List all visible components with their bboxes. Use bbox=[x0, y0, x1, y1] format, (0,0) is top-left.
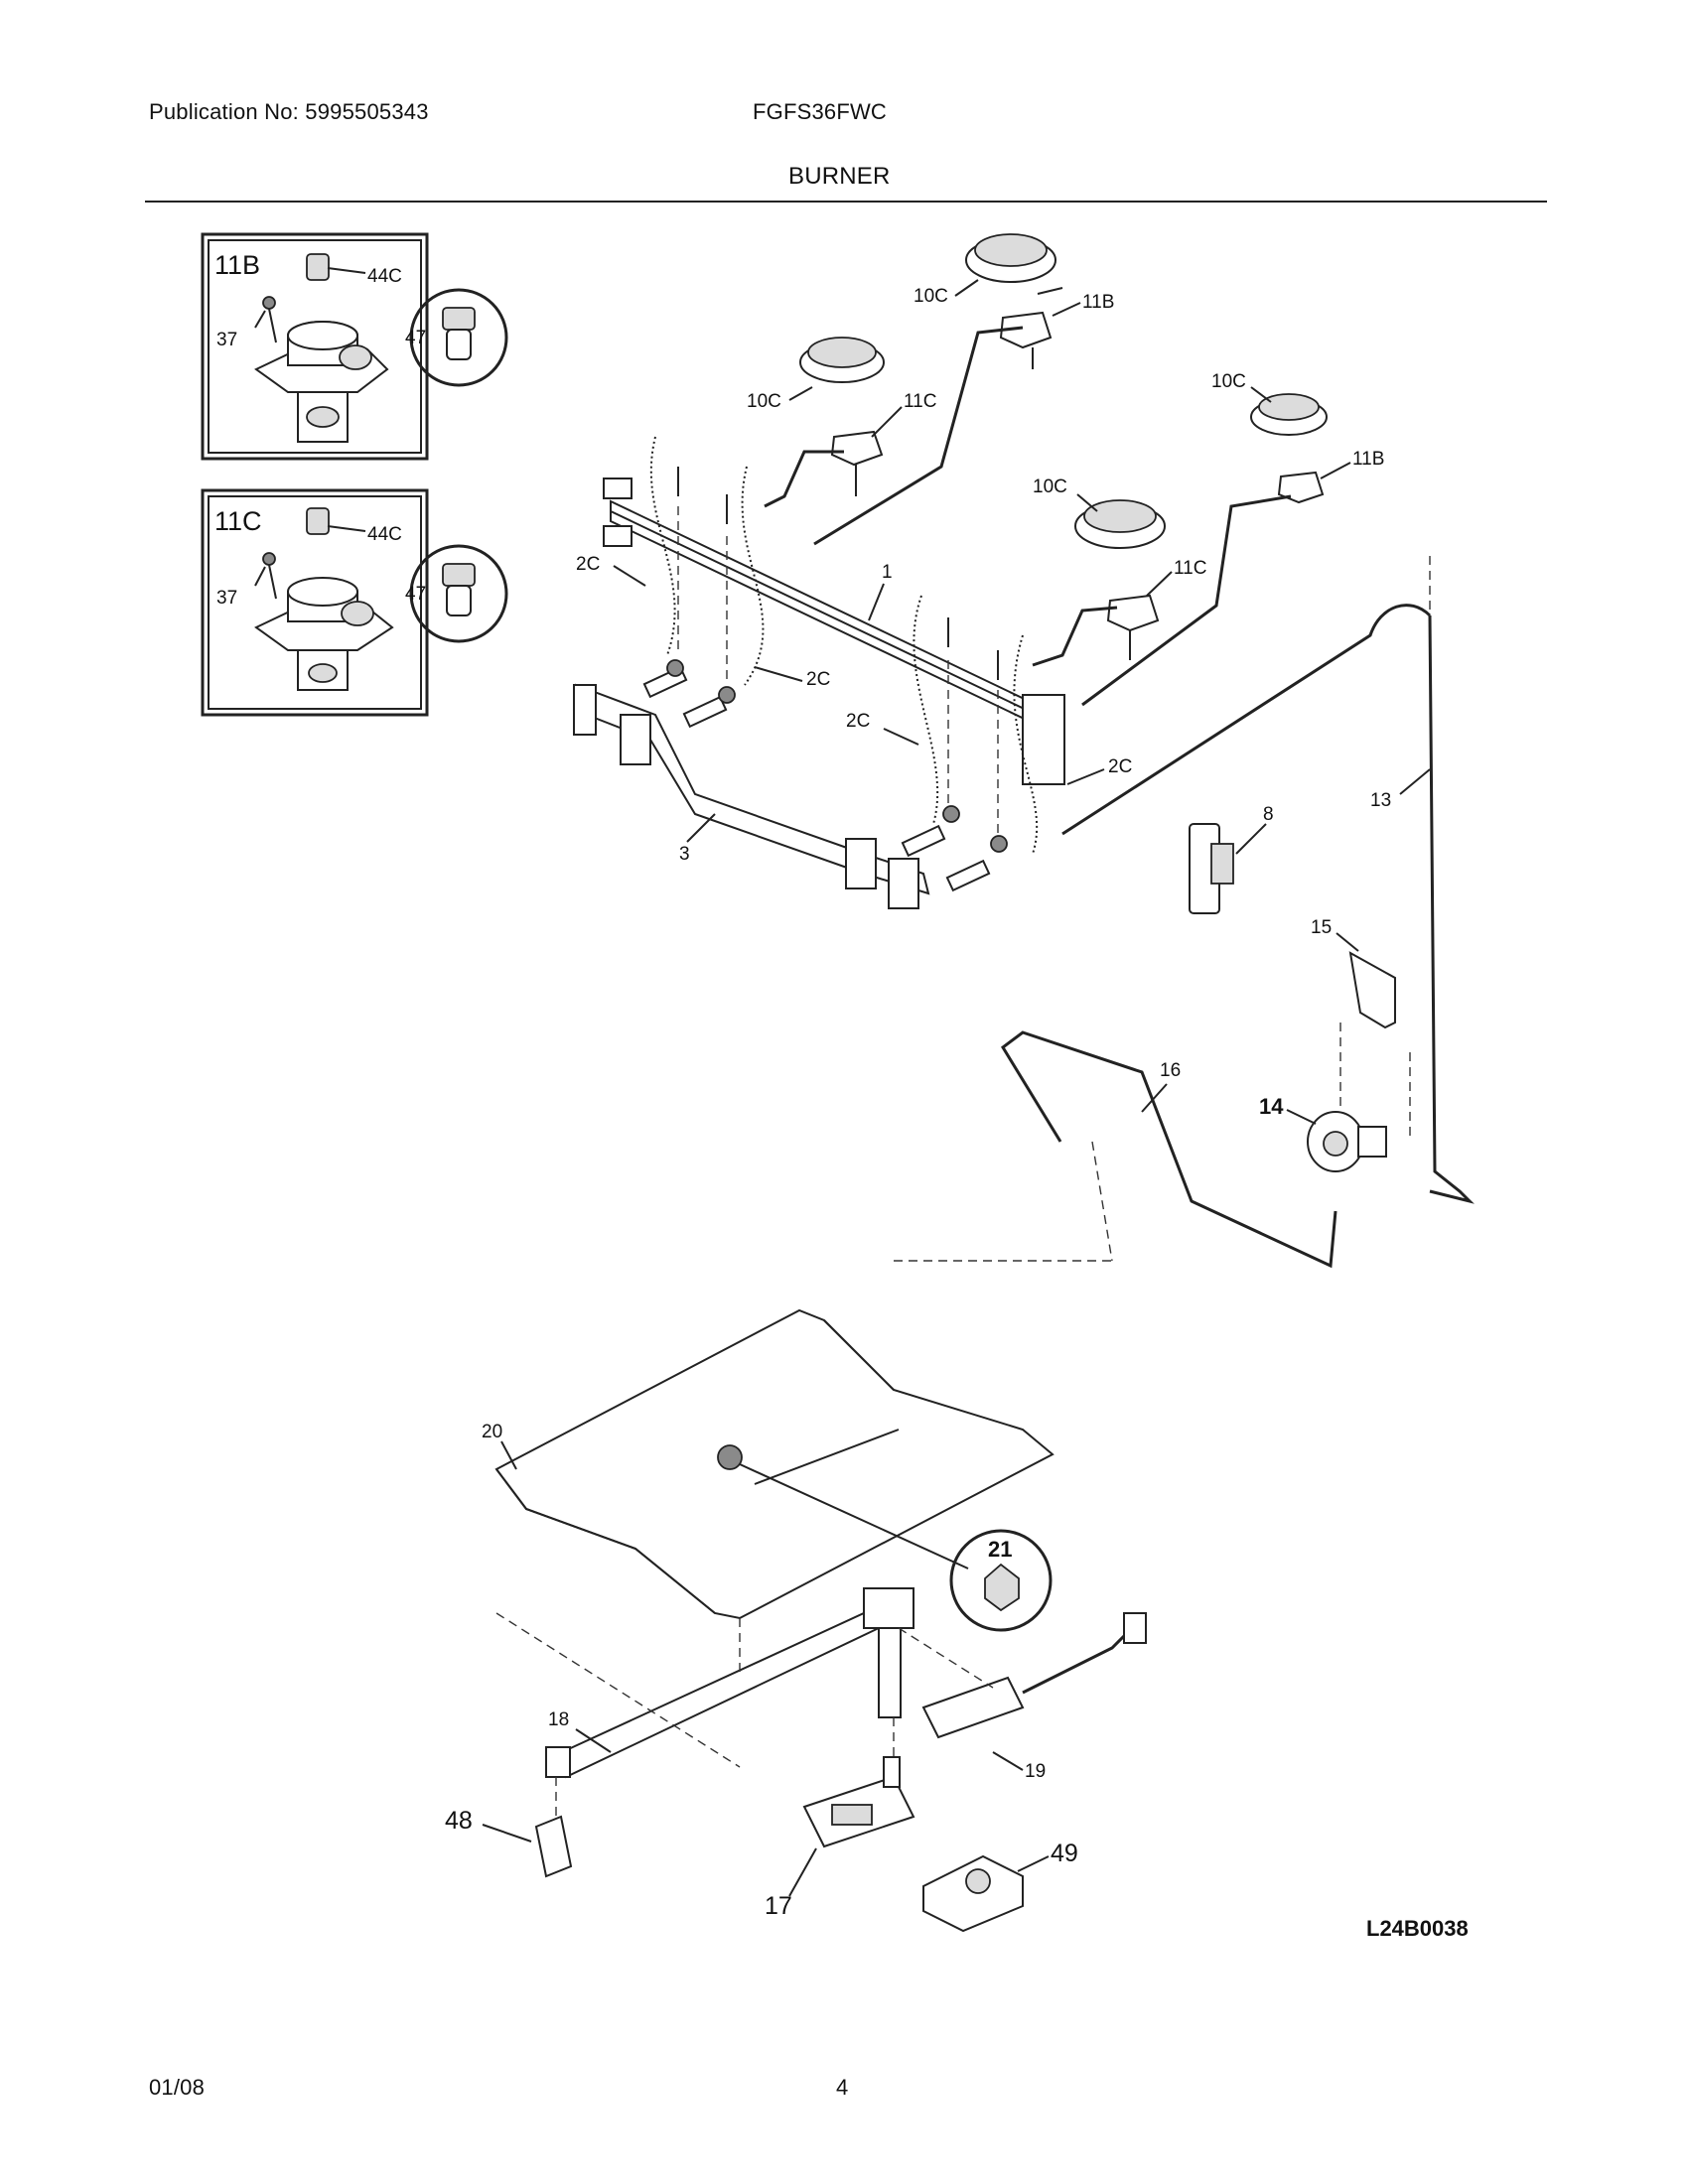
page-number: 4 bbox=[836, 2075, 849, 2100]
burner-head-front-right bbox=[1250, 393, 1328, 504]
valve bbox=[642, 659, 688, 699]
label-37: 37 bbox=[216, 588, 237, 609]
model-number: FGFS36FWC bbox=[753, 99, 888, 124]
callout-11c: 11C bbox=[1174, 558, 1206, 579]
callout-20: 20 bbox=[482, 1422, 502, 1442]
callout-15: 15 bbox=[1311, 917, 1332, 938]
label-47: 47 bbox=[405, 328, 426, 348]
callout-16: 16 bbox=[1160, 1060, 1181, 1081]
top-burner-assembly bbox=[572, 233, 1475, 1269]
callout-2c: 2C bbox=[1108, 756, 1132, 777]
inset-box-11b: 11B 44C 37 47 bbox=[201, 232, 508, 461]
burner-head-rear-right bbox=[965, 233, 1056, 369]
callout-2c: 2C bbox=[846, 711, 870, 732]
diagram-reference-code: L24B0038 bbox=[1366, 1916, 1469, 1941]
revision-date: 01/08 bbox=[149, 2075, 206, 2100]
callout-49: 49 bbox=[1051, 1840, 1078, 1867]
callout-2c: 2C bbox=[576, 554, 600, 575]
oven-burner-assembly bbox=[494, 1260, 1147, 1933]
callout-21: 21 bbox=[988, 1537, 1012, 1562]
header-rule bbox=[145, 201, 1547, 203]
callout-19: 19 bbox=[1025, 1761, 1046, 1782]
label-37: 37 bbox=[216, 330, 237, 350]
callout-13: 13 bbox=[1370, 790, 1391, 811]
valve bbox=[901, 805, 960, 858]
callout-10c: 10C bbox=[1033, 477, 1067, 497]
valve bbox=[945, 835, 1008, 892]
callout-11b: 11B bbox=[1082, 292, 1114, 313]
callout-8: 8 bbox=[1263, 804, 1274, 825]
inset-title: 11C bbox=[214, 506, 262, 536]
callout-1: 1 bbox=[882, 562, 893, 583]
inset-box-11c: 11C 44C 37 47 bbox=[201, 488, 508, 717]
valve bbox=[682, 686, 736, 729]
callout-18: 18 bbox=[548, 1709, 569, 1730]
publication-number: Publication No: 5995505343 bbox=[149, 99, 429, 124]
burner-head-front-left bbox=[1074, 499, 1166, 660]
callout-11c: 11C bbox=[904, 391, 936, 412]
label-47: 47 bbox=[405, 584, 426, 605]
callout-17: 17 bbox=[765, 1892, 792, 1920]
callout-11b: 11B bbox=[1352, 449, 1384, 470]
callout-10c: 10C bbox=[747, 391, 781, 412]
label-44c: 44C bbox=[367, 266, 402, 287]
burner-head-rear-left bbox=[799, 337, 885, 496]
callout-3: 3 bbox=[679, 844, 690, 865]
callout-labels: 10C 11B 10C 11C 10C 11B 10C 11C 1 2C 2C … bbox=[445, 279, 1431, 1920]
callout-48: 48 bbox=[445, 1807, 473, 1835]
callout-10c: 10C bbox=[1211, 371, 1246, 392]
callout-14: 14 bbox=[1259, 1094, 1284, 1119]
section-title: BURNER bbox=[788, 163, 891, 190]
pressure-regulator bbox=[1307, 1111, 1387, 1172]
inset-title: 11B bbox=[214, 250, 260, 280]
label-44c: 44C bbox=[367, 524, 402, 545]
callout-10c: 10C bbox=[914, 286, 948, 307]
callout-2c: 2C bbox=[806, 669, 830, 690]
